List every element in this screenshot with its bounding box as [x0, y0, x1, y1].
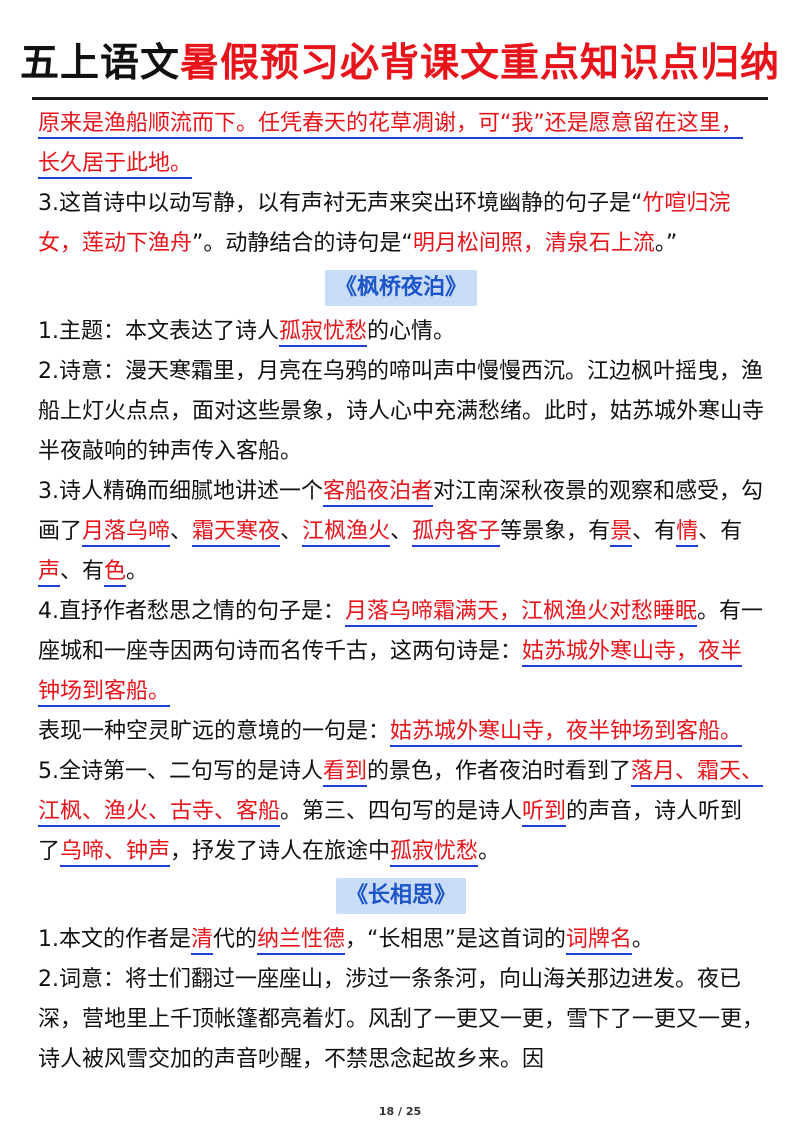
title-divider [32, 97, 768, 100]
fengqiao-item-5: 5.全诗第一、二句写的是诗人看到的景色，作者夜泊时看到了落月、霜天、江枫、渔火、… [38, 752, 764, 872]
content-body: 原来是渔船顺流而下。任凭春天的花草凋谢，可“我”还是愿意留在这里，长久居于此地。… [38, 104, 764, 1080]
text: 等景象，有 [500, 519, 611, 544]
text: 。第三、四句写的是诗人 [280, 799, 523, 824]
text: 、有 [60, 559, 105, 584]
text: 、有 [632, 519, 677, 544]
text: 。 [631, 927, 654, 952]
highlight-text: 景 [610, 519, 633, 547]
text: ，“长相思”是这首词的 [345, 927, 566, 952]
text: 1.主题：本文表达了诗人 [38, 319, 279, 344]
title-main: 暑假预习必背课文重点知识点归纳 [180, 41, 781, 86]
fengqiao-item-4: 4.直抒作者愁思之情的句子是：月落乌啼霜满天，江枫渔火对愁睡眠。有一座城和一座寺… [38, 592, 764, 712]
highlight-text: 霜天寒夜 [192, 519, 281, 547]
changxiangsi-item-1: 1.本文的作者是清代的纳兰性德，“长相思”是这首词的词牌名。 [38, 920, 764, 960]
text: ”。动静结合的诗句是“ [192, 231, 413, 256]
highlight-text: 色 [104, 559, 127, 587]
text: 5.全诗第一、二句写的是诗人 [38, 759, 323, 784]
page-title: 五上语文暑假预习必背课文重点知识点归纳 [0, 32, 800, 88]
fengqiao-item-2: 2.诗意：漫天寒霜里，月亮在乌鸦的啼叫声中慢慢西沉。江边枫叶摇曳，渔船上灯火点点… [38, 359, 765, 464]
text: 3.这首诗中以动写静，以有声衬无声来突出环境幽静的句子是“ [38, 191, 643, 216]
highlight-text: 孤寂忧愁 [279, 319, 368, 347]
text: 表现一种空灵旷远的意境的一句是： [38, 719, 391, 744]
text: 的景色，作者夜泊时看到了 [367, 759, 632, 784]
highlight-text: 客船夜泊者 [323, 479, 434, 507]
text: 、 [170, 519, 193, 544]
highlight-text: 江枫渔火 [302, 519, 391, 547]
text: 3.诗人精确而细腻地讲述一个 [38, 479, 323, 504]
highlight-text: 乌啼、钟声 [60, 839, 171, 867]
text: 对江南深秋夜景的观察和感受，勾画了 [38, 479, 764, 544]
text: 的心情。 [367, 319, 456, 344]
page-number: 18 / 25 [378, 1105, 422, 1118]
section-title-text: 《枫桥夜泊》 [324, 270, 477, 306]
text: 。” [654, 231, 678, 256]
fengqiao-item-4b: 表现一种空灵旷远的意境的一句是：姑苏城外寒山寺，夜半钟场到客船。 [38, 712, 764, 752]
text: 、 [280, 519, 303, 544]
text: 、 [390, 519, 413, 544]
highlight-text: 落月、霜天、江枫、渔火、古寺、客船 [38, 759, 764, 827]
highlight-text: 孤舟客子 [412, 519, 501, 547]
text: 。有一座城和一座寺因两句诗而名传千古，这两句诗是： [38, 599, 764, 664]
highlight-text: 月落乌啼霜满天，江枫渔火对愁睡眠 [345, 599, 698, 627]
highlight-text: 孤寂忧愁 [390, 839, 479, 867]
title-prefix: 五上语文 [19, 41, 180, 86]
text: 4.直抒作者愁思之情的句子是： [38, 599, 345, 624]
highlight-text: 原来是渔船顺流而下。任凭春天的花草凋谢，可“我”还是愿意留在这里，长久居于此地。 [38, 111, 743, 179]
highlight-text: 姑苏城外寒山寺，夜半钟场到客船。 [38, 639, 743, 707]
highlight-text: 竹喧归浣女，莲动下渔舟 [38, 191, 731, 256]
highlight-text: 月落乌啼 [82, 519, 171, 547]
highlight-text: 清 [191, 927, 214, 955]
highlight-text: 看到 [323, 759, 368, 787]
highlight-text: 词牌名 [565, 927, 632, 955]
text: 代的 [213, 927, 258, 952]
section-title-changxiangsi: 《长相思》 [38, 876, 764, 916]
paragraph-3: 3.这首诗中以动写静，以有声衬无声来突出环境幽静的句子是“竹喧归浣女，莲动下渔舟… [38, 184, 764, 264]
text: 1.本文的作者是 [38, 927, 191, 952]
continued-paragraph: 原来是渔船顺流而下。任凭春天的花草凋谢，可“我”还是愿意留在这里，长久居于此地。 [38, 104, 764, 184]
section-title-fengqiao: 《枫桥夜泊》 [38, 268, 764, 308]
highlight-text: 姑苏城外寒山寺，夜半钟场到客船。 [390, 719, 743, 747]
changxiangsi-item-2: 2.词意：将士们翻过一座座山，涉过一条条河，向山海关那边进发。夜已深，营地里上千… [38, 967, 765, 1072]
fengqiao-item-1: 1.主题：本文表达了诗人孤寂忧愁的心情。 [38, 312, 764, 352]
text: 的声音，诗人听到了 [38, 799, 743, 864]
text: 。 [126, 559, 149, 584]
highlight-text: 纳兰性德 [257, 927, 346, 955]
highlight-text: 情 [676, 519, 699, 547]
text: ，抒发了诗人在旅途中 [170, 839, 391, 864]
highlight-text: 明月松间照，清泉石上流 [412, 231, 655, 256]
section-title-text: 《长相思》 [335, 878, 466, 914]
text: 、有 [698, 519, 743, 544]
highlight-text: 听到 [522, 799, 567, 827]
text: 。 [478, 839, 501, 864]
highlight-text: 声 [38, 559, 61, 587]
fengqiao-item-3: 3.诗人精确而细腻地讲述一个客船夜泊者对江南深秋夜景的观察和感受，勾画了月落乌啼… [38, 472, 764, 592]
